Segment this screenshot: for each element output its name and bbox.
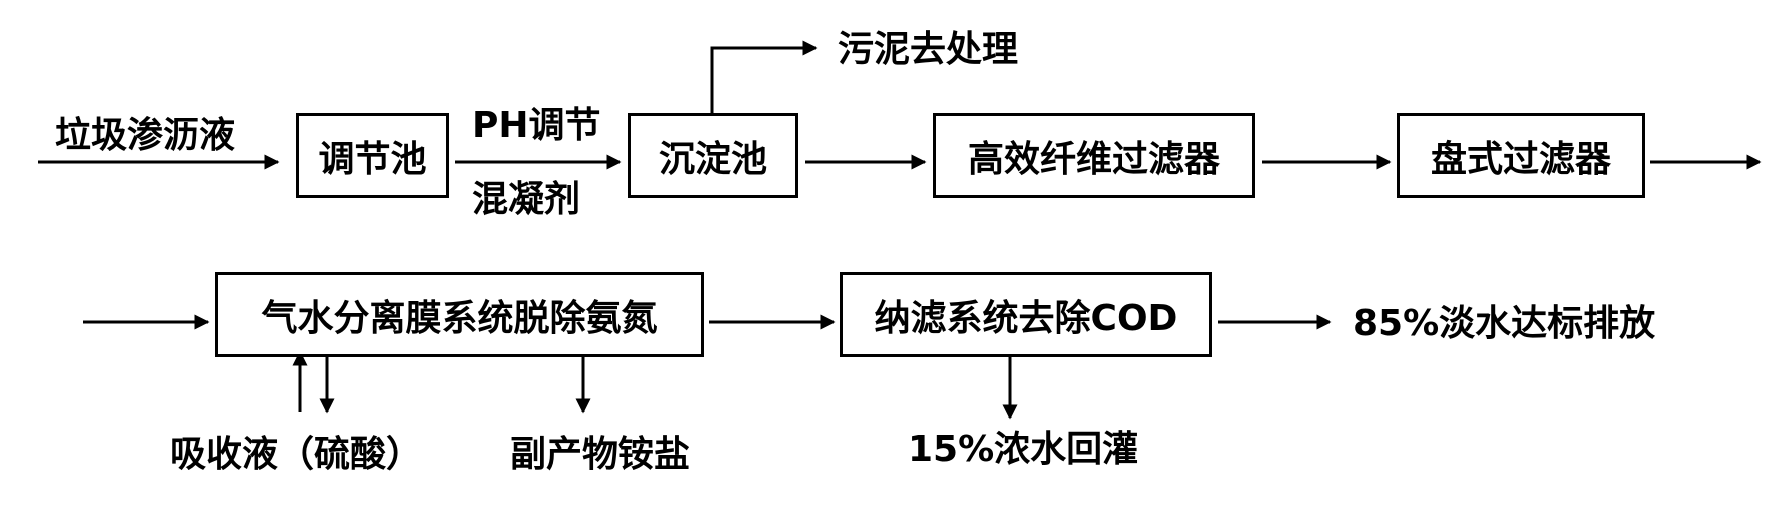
fiber-filter-box: 高效纤维过滤器 — [933, 113, 1255, 198]
discharge-label: 85%淡水达标排放 — [1353, 303, 1656, 344]
concentrate-label: 15%浓水回灌 — [908, 429, 1139, 470]
arrow-sludge — [710, 40, 818, 128]
sludge-label: 污泥去处理 — [838, 29, 1019, 70]
membrane-system-box: 气水分离膜系统脱除氨氮 — [215, 272, 704, 357]
byproduct-label: 副产物铵盐 — [510, 434, 691, 475]
disc-filter-box: 盘式过滤器 — [1397, 113, 1645, 198]
regulating-tank-box: 调节池 — [296, 113, 449, 198]
absorbent-label: 吸收液（硫酸） — [170, 434, 423, 475]
nanofiltration-box: 纳滤系统去除COD — [840, 272, 1212, 357]
settling-tank-box: 沉淀池 — [628, 113, 798, 198]
ph-adjust-label: PH调节 — [472, 105, 601, 146]
coagulant-label: 混凝剂 — [472, 179, 581, 220]
input-label: 垃圾渗沥液 — [55, 115, 236, 156]
